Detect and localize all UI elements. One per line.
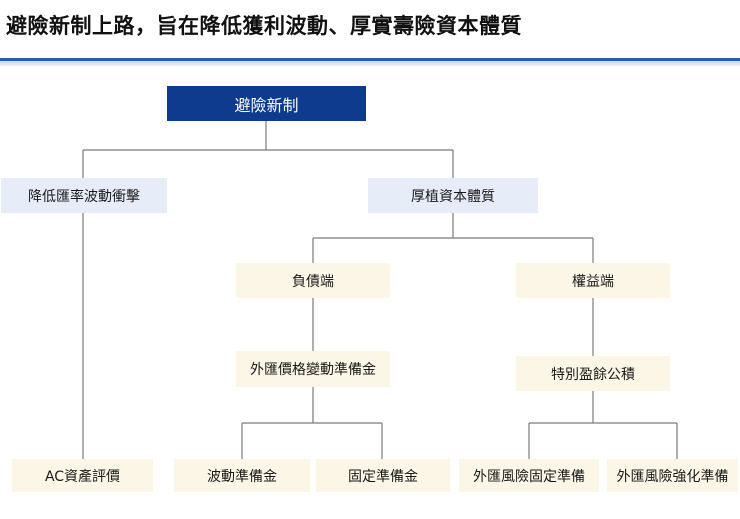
root-node: 避險新制	[167, 86, 366, 121]
liability-side-node: 負債端	[236, 263, 390, 298]
equity-side-node: 權益端	[516, 263, 670, 298]
fx-reserve-node: 外匯價格變動準備金	[236, 351, 390, 387]
page-title: 避險新制上路，旨在降低獲利波動、厚實壽險資本體質	[6, 14, 522, 38]
leaf-fx-risk-strengthen-reserve: 外匯風險強化準備	[607, 459, 738, 492]
branch-right-node: 厚植資本體質	[368, 178, 538, 213]
leaf-fx-risk-fixed-reserve: 外匯風險固定準備	[459, 459, 599, 492]
leaf-fixed-reserve: 固定準備金	[316, 459, 450, 492]
branch-left-node: 降低匯率波動衝擊	[1, 178, 167, 213]
title-divider	[0, 58, 740, 66]
special-surplus-node: 特別盈餘公積	[516, 356, 670, 391]
leaf-volatility-reserve: 波動準備金	[174, 459, 310, 492]
leaf-ac-asset-valuation: AC資產評價	[12, 459, 153, 492]
